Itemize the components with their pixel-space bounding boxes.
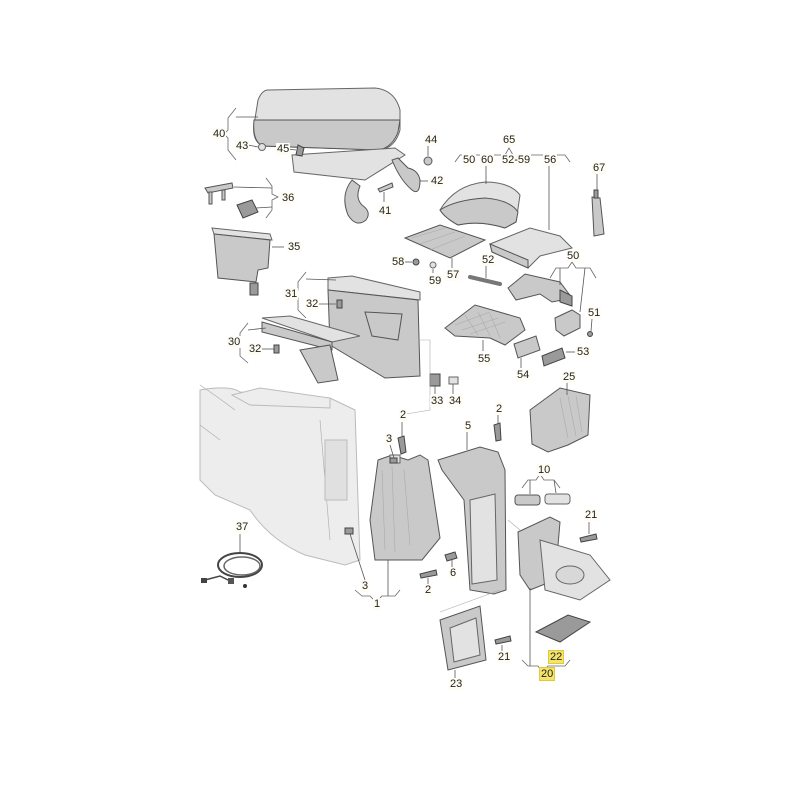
- clip: [295, 144, 305, 157]
- callout-2[interactable]: 2: [424, 584, 433, 596]
- switch: [429, 373, 441, 387]
- callout-50[interactable]: 50: [462, 154, 477, 166]
- clip: [389, 457, 398, 464]
- callout-44[interactable]: 44: [424, 134, 439, 146]
- callout-2[interactable]: 2: [495, 403, 504, 415]
- callout-45[interactable]: 45: [276, 143, 291, 155]
- hinge-arm: [344, 157, 421, 224]
- console-frame: [369, 454, 441, 561]
- callout-55[interactable]: 55: [477, 353, 492, 365]
- latch-assembly: [507, 273, 573, 307]
- armrest-lid: [253, 87, 401, 151]
- callout-52-59[interactable]: 52-59: [501, 154, 532, 166]
- bolt: [377, 182, 394, 193]
- callout-42[interactable]: 42: [430, 175, 445, 187]
- latch-screw: [587, 331, 593, 337]
- clip: [344, 527, 354, 535]
- callout-23[interactable]: 23: [449, 678, 464, 690]
- clip-nut: [429, 261, 437, 269]
- screw: [397, 435, 407, 455]
- callout-32[interactable]: 32: [248, 343, 263, 355]
- callout-60[interactable]: 60: [480, 154, 495, 166]
- callout-31[interactable]: 31: [284, 288, 299, 300]
- callout-65[interactable]: 65: [502, 134, 517, 146]
- armrest-cover: [439, 181, 521, 229]
- storage-box: [211, 227, 273, 296]
- callout-2[interactable]: 2: [399, 409, 408, 421]
- callout-25[interactable]: 25: [562, 371, 577, 383]
- callout-50[interactable]: 50: [566, 250, 581, 262]
- bumper: [258, 143, 266, 151]
- air-vent: [529, 387, 591, 453]
- screw: [412, 258, 420, 266]
- callout-22-highlighted[interactable]: 22: [548, 650, 565, 664]
- button-housing: [513, 335, 541, 359]
- callout-34[interactable]: 34: [448, 395, 463, 407]
- callout-30[interactable]: 30: [227, 336, 242, 348]
- callout-37[interactable]: 37: [235, 521, 250, 533]
- callout-43[interactable]: 43: [235, 140, 250, 152]
- button-cover: [541, 347, 566, 367]
- callout-67[interactable]: 67: [592, 162, 607, 174]
- callout-58[interactable]: 58: [391, 256, 406, 268]
- cup-holder: [517, 516, 611, 601]
- trim-cover: [489, 227, 573, 269]
- rear-storage: [327, 275, 421, 379]
- callout-33[interactable]: 33: [430, 395, 445, 407]
- callout-53[interactable]: 53: [576, 346, 591, 358]
- switch-cap: [448, 376, 459, 385]
- callout-36[interactable]: 36: [281, 192, 296, 204]
- hinge-plate: [291, 147, 406, 181]
- callout-5[interactable]: 5: [464, 420, 473, 432]
- fastener: [273, 344, 280, 354]
- screw: [494, 635, 512, 645]
- cap: [423, 156, 433, 166]
- adhesive-tube: [591, 189, 605, 237]
- callout-57[interactable]: 57: [446, 269, 461, 281]
- latch-bracket: [554, 309, 581, 337]
- callout-56[interactable]: 56: [543, 154, 558, 166]
- callout-35[interactable]: 35: [287, 241, 302, 253]
- screw: [419, 569, 438, 579]
- screw: [493, 422, 502, 442]
- callout-51[interactable]: 51: [587, 307, 602, 319]
- callout-1[interactable]: 1: [373, 598, 382, 610]
- console-body-ghost: [199, 384, 361, 566]
- wiring-harness: [201, 552, 263, 588]
- storage-pocket: [439, 605, 487, 671]
- rod: [468, 275, 502, 286]
- callout-21[interactable]: 21: [497, 651, 512, 663]
- bracket-set: [204, 182, 259, 219]
- callout-40[interactable]: 40: [212, 128, 227, 140]
- callout-20-highlighted[interactable]: 20: [539, 667, 556, 681]
- callout-21[interactable]: 21: [584, 509, 599, 521]
- socket-pair: [514, 493, 571, 506]
- callout-52[interactable]: 52: [481, 254, 496, 266]
- callout-41[interactable]: 41: [378, 205, 393, 217]
- tray: [261, 315, 361, 384]
- callout-6[interactable]: 6: [449, 567, 458, 579]
- clip: [444, 551, 458, 562]
- mesh-tray: [444, 304, 526, 346]
- callout-3[interactable]: 3: [361, 580, 370, 592]
- armrest-frame: [403, 224, 487, 259]
- fastener: [336, 299, 343, 309]
- callout-59[interactable]: 59: [428, 275, 443, 287]
- screw: [579, 533, 598, 543]
- callout-3[interactable]: 3: [385, 433, 394, 445]
- callout-10[interactable]: 10: [537, 464, 552, 476]
- front-panel: [437, 446, 507, 595]
- cup-holder-mat: [534, 614, 592, 643]
- callout-54[interactable]: 54: [516, 369, 531, 381]
- callout-32[interactable]: 32: [305, 298, 320, 310]
